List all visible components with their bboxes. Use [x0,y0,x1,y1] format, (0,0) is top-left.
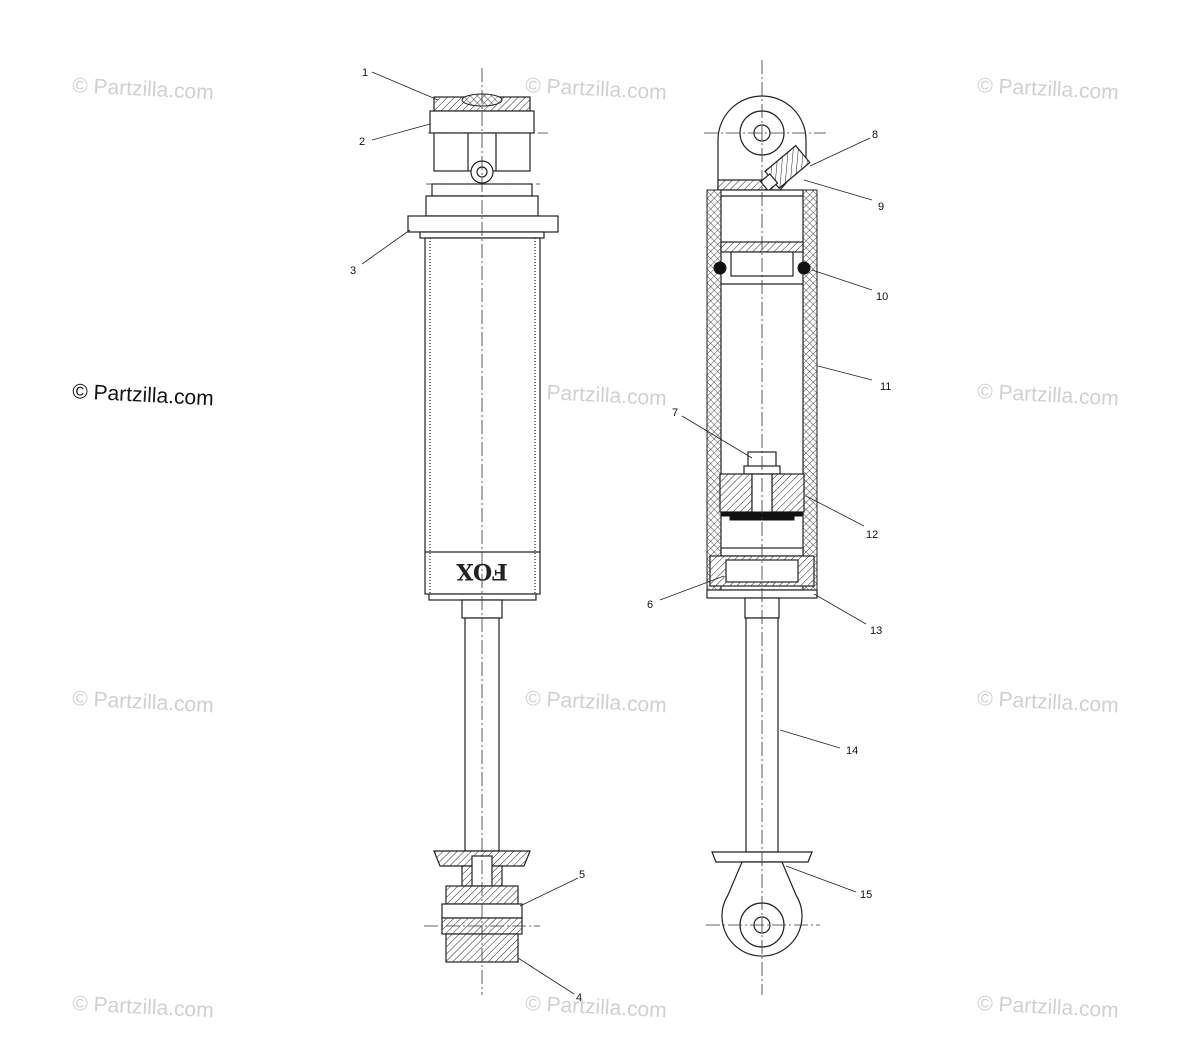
callout-6: 6 [647,599,653,611]
watermark-text: © Partzilla.com [525,380,668,410]
callout-15: 15 [860,889,872,901]
spring-collar [407,215,559,239]
watermark-text: © Partzilla.com [525,687,668,717]
watermark-text: © Partzilla.com [977,992,1120,1022]
watermark-text: © Partzilla.com [977,380,1120,410]
left-shock-exterior: FOX [407,93,559,963]
callout-14: 14 [846,745,858,757]
callout-8: 8 [872,129,878,141]
callouts: 1 2 3 4 5 6 7 8 9 10 11 12 13 14 15 [350,67,891,1004]
watermark-text: © Partzilla.com [977,74,1120,104]
shock-body: FOX [424,237,541,619]
watermark-text: © Partzilla.com [977,687,1120,717]
centerlines [424,60,826,995]
callout-2: 2 [359,136,365,148]
watermark-text: © Partzilla.com [525,992,668,1022]
watermark-text: © Partzilla.com [72,74,215,104]
watermarks: © Partzilla.com © Partzilla.com © Partzi… [72,74,1120,1022]
callout-12: 12 [866,529,878,541]
callout-10: 10 [876,291,888,303]
callout-1: 1 [362,67,368,79]
callout-11: 11 [880,381,891,393]
callout-3: 3 [350,265,356,277]
watermark-text: © Partzilla.com [72,687,215,717]
watermark-text-prominent: © Partzilla.com [72,380,215,410]
fox-logo: FOX [455,558,507,584]
watermark-text: © Partzilla.com [525,74,668,104]
callout-4: 4 [576,992,582,1004]
callout-9: 9 [878,201,884,213]
nitrogen-valve [759,144,811,192]
callout-13: 13 [870,625,882,637]
watermark-text: © Partzilla.com [72,992,215,1022]
callout-7: 7 [672,407,678,419]
callout-5: 5 [579,869,585,881]
